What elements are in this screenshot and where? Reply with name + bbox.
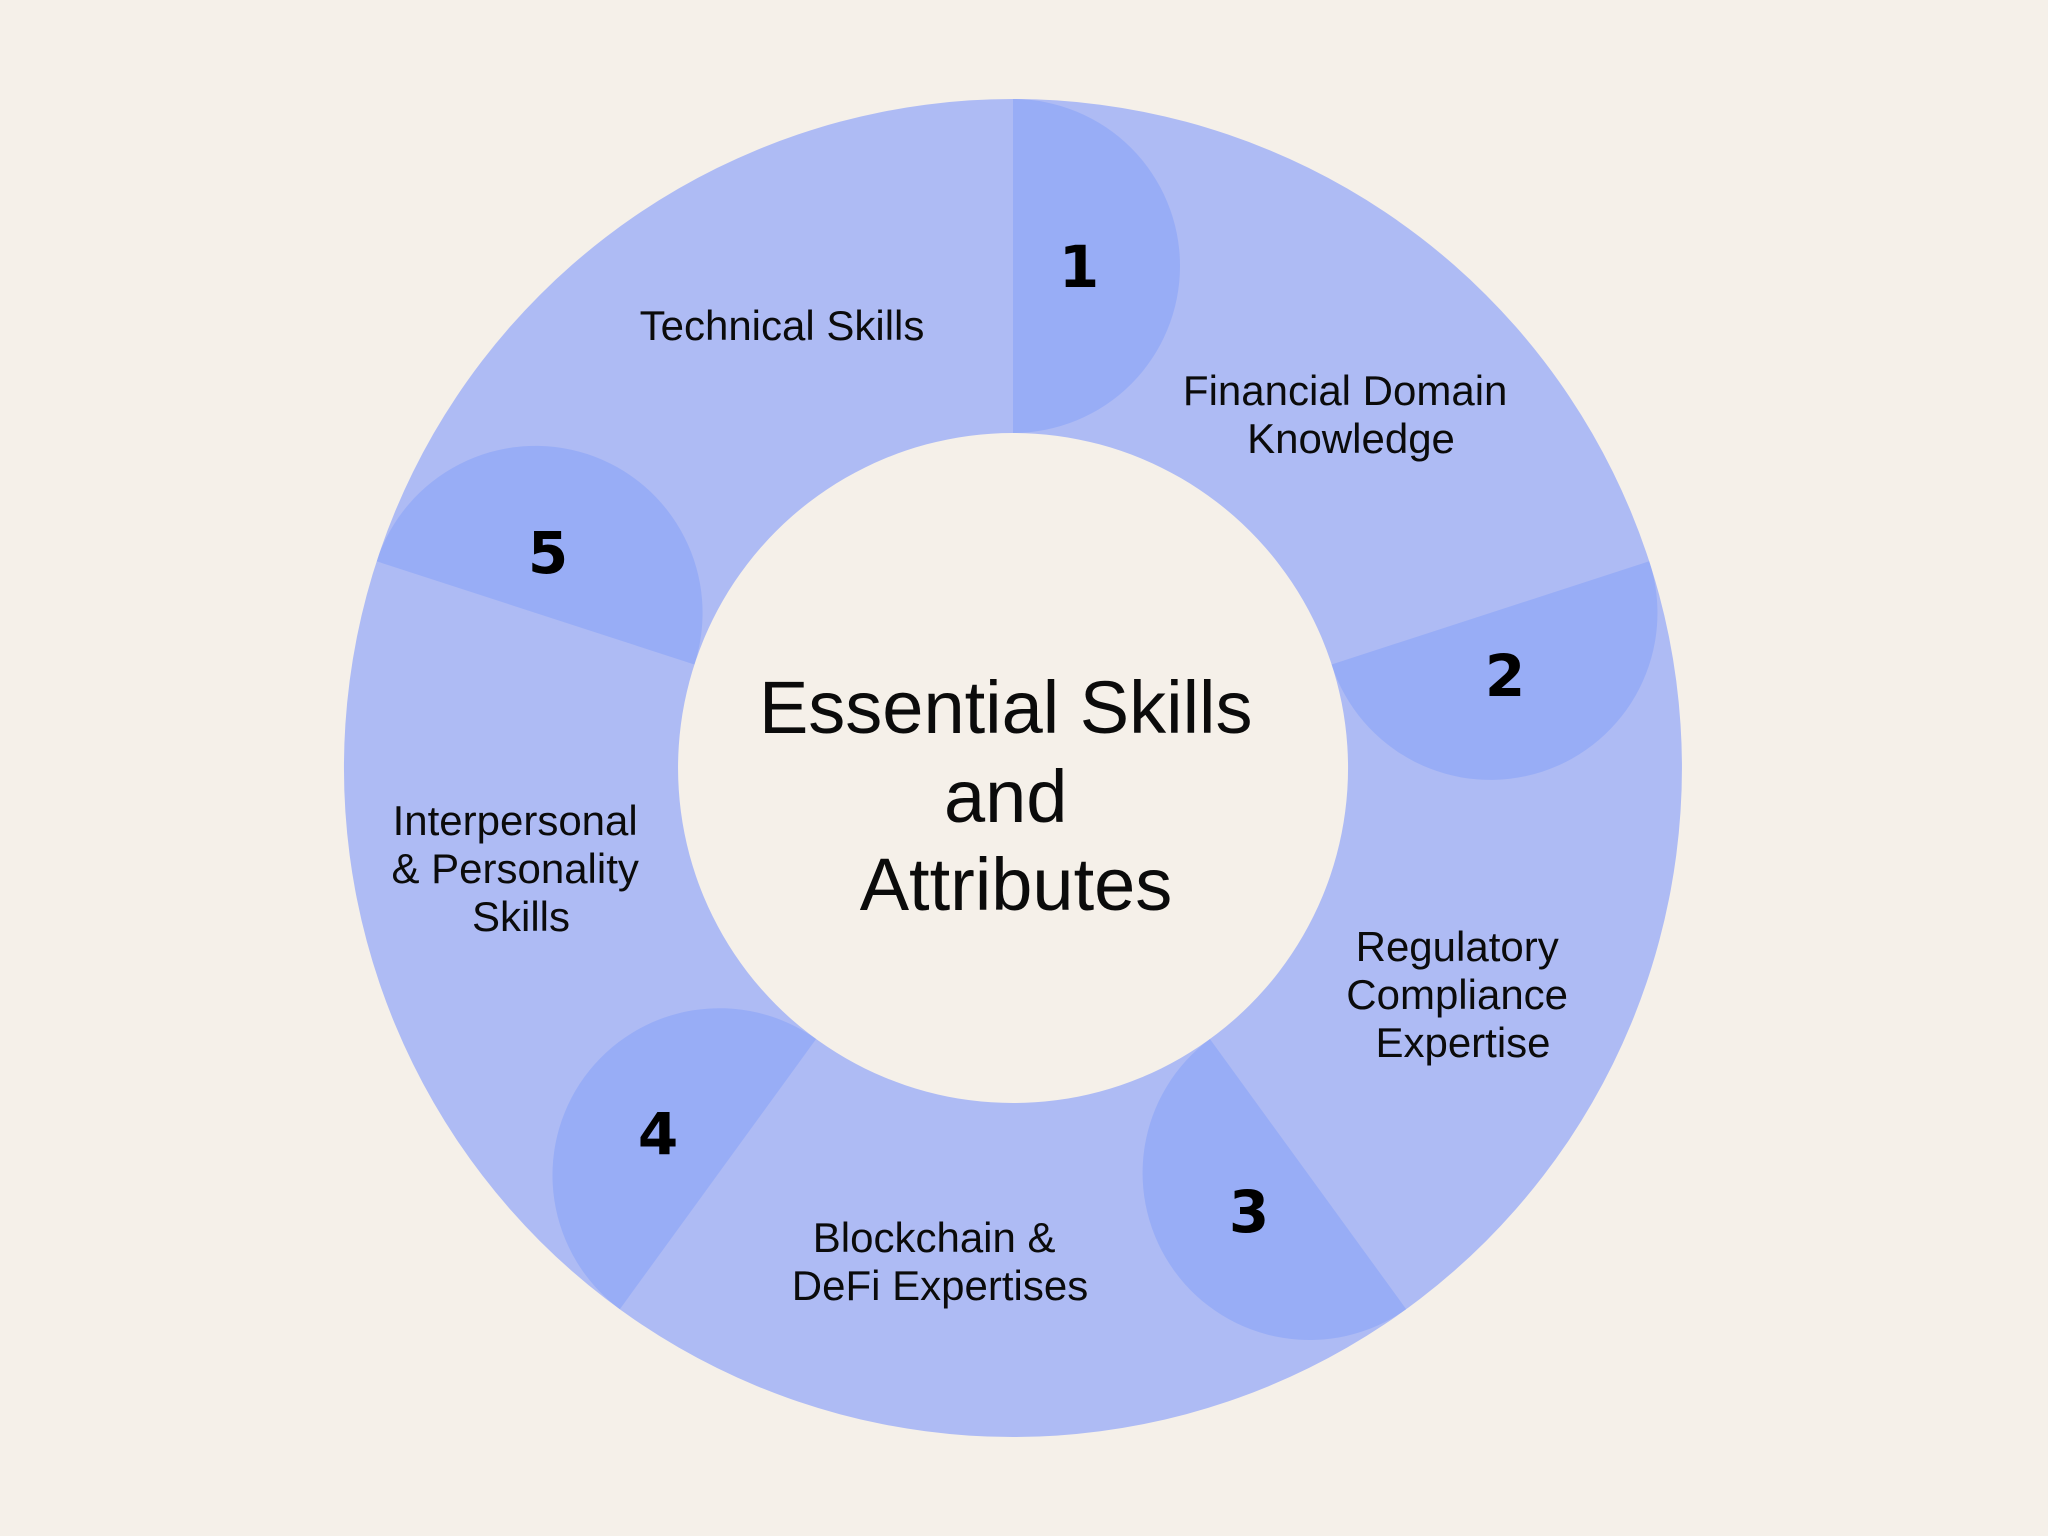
marker-5 <box>376 445 703 665</box>
segment-number-3: 3 <box>1229 1178 1269 1246</box>
marker-3 <box>1142 1039 1407 1340</box>
segment-label-regulatory-compliance: Regulatory Compliance Expertise <box>1346 923 1579 1066</box>
segment-number-1: 1 <box>1059 233 1099 301</box>
segment-label-interpersonal: Interpersonal & Personality Skills <box>391 797 650 940</box>
segment-label-technical-skills: Technical Skills <box>640 302 925 349</box>
segment-number-4: 4 <box>638 1100 678 1168</box>
center-title: Essential Skills and Attributes <box>759 666 1273 926</box>
marker-4 <box>552 1008 817 1310</box>
segment-number-5: 5 <box>528 519 568 587</box>
segment-label-blockchain-defi: Blockchain & DeFi Expertises <box>792 1214 1088 1309</box>
marker-1 <box>1013 99 1180 433</box>
segment-number-2: 2 <box>1485 642 1525 710</box>
marker-2 <box>1331 561 1658 780</box>
segment-label-financial-domain: Financial Domain Knowledge <box>1183 367 1519 462</box>
